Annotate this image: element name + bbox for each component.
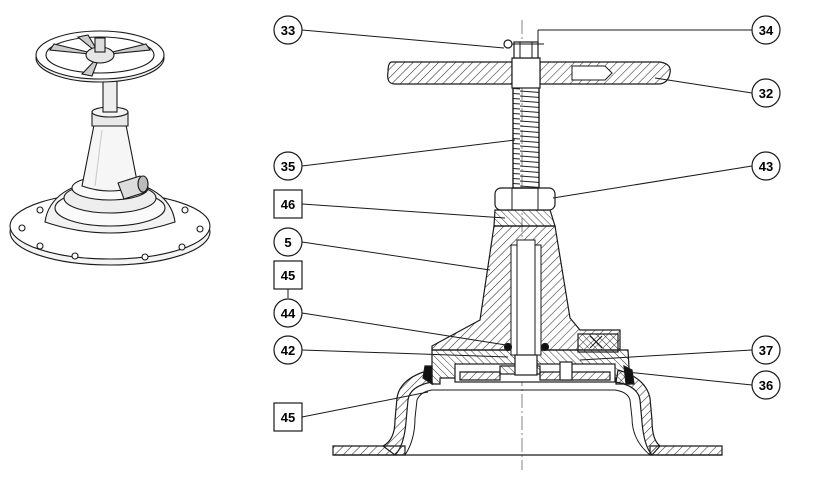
svg-text:36: 36 xyxy=(759,378,773,393)
callout-43: 43 xyxy=(751,151,781,181)
callout-46: 46 xyxy=(273,189,303,219)
svg-text:35: 35 xyxy=(281,159,295,174)
callout-45-lower: 45 xyxy=(273,402,303,432)
callout-35: 35 xyxy=(273,151,303,181)
svg-text:45: 45 xyxy=(281,410,295,425)
callout-34: 34 xyxy=(751,15,781,45)
svg-text:46: 46 xyxy=(281,197,295,212)
svg-text:43: 43 xyxy=(759,159,773,174)
svg-text:34: 34 xyxy=(759,23,774,38)
svg-text:5: 5 xyxy=(284,235,291,250)
callout-32: 32 xyxy=(751,78,781,108)
svg-text:33: 33 xyxy=(281,23,295,38)
svg-text:44: 44 xyxy=(281,306,296,321)
section-view xyxy=(332,20,723,470)
callout-5: 5 xyxy=(273,227,303,257)
svg-text:32: 32 xyxy=(759,86,773,101)
svg-text:42: 42 xyxy=(281,343,295,358)
callout-33: 33 xyxy=(273,15,303,45)
leader-lines xyxy=(287,29,753,418)
callout-45-upper: 45 xyxy=(273,260,303,290)
callout-37: 37 xyxy=(751,335,781,365)
svg-text:45: 45 xyxy=(281,268,295,283)
callout-36: 36 xyxy=(751,370,781,400)
callout-44: 44 xyxy=(273,298,303,328)
callout-42: 42 xyxy=(273,335,303,365)
svg-text:37: 37 xyxy=(759,343,773,358)
isometric-view xyxy=(9,30,211,266)
